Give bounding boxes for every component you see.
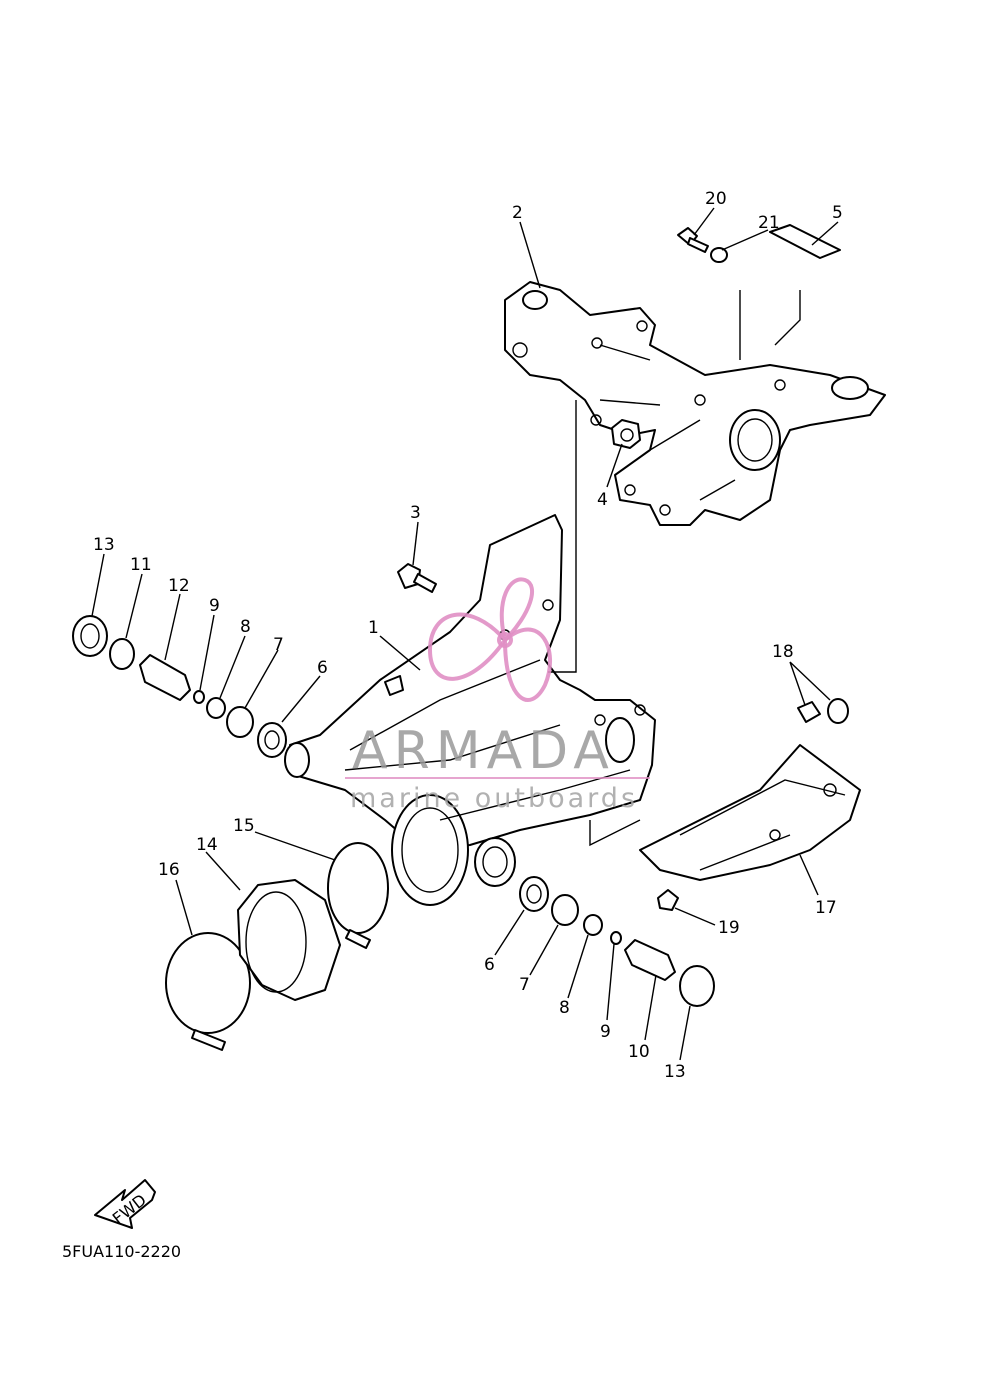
watermark-tagline: marine outboards — [350, 783, 638, 814]
bolt-part-19 — [657, 889, 679, 911]
seal-part-13-right — [679, 965, 715, 1007]
fwd-arrow-icon: FWD — [94, 1179, 156, 1229]
nut-part-4 — [611, 419, 641, 449]
callout-16: 16 — [158, 860, 180, 880]
boot-part-14 — [237, 879, 341, 1001]
callout-12: 12 — [168, 576, 190, 596]
callout-18: 18 — [772, 642, 794, 662]
boot-assembly — [165, 842, 389, 1051]
clamp-part-16 — [165, 932, 251, 1034]
callouts: 2 20 21 5 4 3 1 13 11 12 9 8 7 6 15 14 1… — [93, 189, 843, 1082]
callout-1: 1 — [368, 618, 379, 638]
seal-part-7-right — [551, 894, 579, 926]
shaft-part-12 — [139, 654, 191, 701]
callout-9-right: 9 — [600, 1022, 611, 1042]
callout-19: 19 — [718, 918, 740, 938]
callout-7-right: 7 — [519, 975, 530, 995]
leader-lines — [91, 207, 839, 1061]
callout-15: 15 — [233, 816, 255, 836]
callout-6-right: 6 — [484, 955, 495, 975]
guard-part-17 — [639, 698, 861, 911]
decal-part-5 — [769, 224, 841, 259]
right-bearing-stack — [519, 876, 715, 1007]
callout-14: 14 — [196, 835, 218, 855]
propeller-logo-icon — [427, 577, 552, 702]
callout-13-left: 13 — [93, 535, 115, 555]
callout-17: 17 — [815, 898, 837, 918]
washer-part-8-right — [583, 914, 603, 936]
callout-9-left: 9 — [209, 596, 220, 616]
rear-frame-bracket — [504, 281, 886, 526]
seal-part-13-left — [72, 615, 108, 657]
gasket-part-15 — [327, 842, 389, 934]
callout-3: 3 — [410, 503, 421, 523]
callout-20: 20 — [705, 189, 727, 209]
bolt-part-18-a — [797, 701, 821, 723]
callout-5: 5 — [832, 203, 843, 223]
watermark-brand: ARMADA — [352, 721, 615, 781]
washer-part-8-left — [206, 697, 226, 719]
left-bearing-stack — [72, 615, 287, 758]
callout-10: 10 — [628, 1042, 650, 1062]
callout-13-right: 13 — [664, 1062, 686, 1082]
seal-part-7-left — [226, 706, 254, 738]
callout-8-left: 8 — [240, 617, 251, 637]
callout-6-left: 6 — [317, 658, 328, 678]
bolt-part-3 — [397, 563, 437, 593]
oring-part-9-right — [610, 931, 622, 945]
callout-4: 4 — [597, 490, 608, 510]
swingarm — [284, 514, 656, 906]
callout-2: 2 — [512, 203, 523, 223]
oring-part-9-left — [193, 690, 205, 704]
collar-part-11 — [109, 638, 135, 670]
bearing-part-6-left — [257, 722, 287, 758]
bearing-part-6-right — [519, 876, 549, 912]
bolt-part-18-b — [827, 698, 849, 724]
callout-11: 11 — [130, 555, 152, 575]
callout-21: 21 — [758, 213, 780, 233]
callout-7-left: 7 — [273, 635, 284, 655]
callout-8-right: 8 — [559, 998, 570, 1018]
bolt-part-20 — [677, 227, 709, 253]
shaft-part-10 — [624, 939, 676, 981]
washer-part-21 — [710, 247, 728, 263]
watermark: ARMADA marine outboards — [345, 577, 650, 814]
figure-code: 5FUA110-2220 — [62, 1242, 181, 1261]
